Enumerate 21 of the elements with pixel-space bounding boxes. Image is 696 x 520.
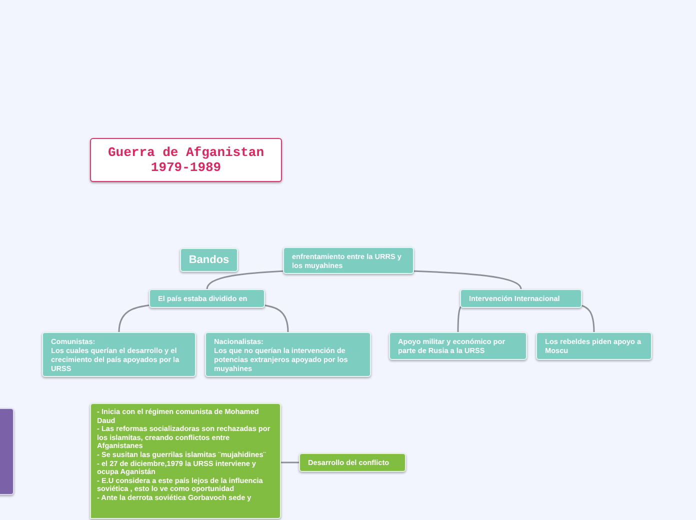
notes-box xyxy=(90,403,281,519)
topic-box xyxy=(283,247,414,274)
topic-box xyxy=(389,332,527,360)
node-text: Bandos xyxy=(188,253,230,267)
topic-box xyxy=(460,289,582,308)
title-box xyxy=(90,138,282,182)
topic-box xyxy=(149,289,265,308)
topic-box xyxy=(205,332,371,377)
connector-line xyxy=(281,462,299,464)
topic-box xyxy=(536,332,652,360)
topic-box xyxy=(180,248,238,272)
connector-line xyxy=(118,304,152,332)
topic-box xyxy=(42,332,196,377)
connector-line xyxy=(412,270,522,290)
title-text: Guerra de Afganistan 1979-1989 xyxy=(106,145,266,175)
connector-line xyxy=(457,304,463,332)
connector-line xyxy=(206,270,286,290)
topic-box xyxy=(299,453,406,472)
connector-line xyxy=(580,304,595,332)
connector-line xyxy=(262,304,289,332)
empty-box xyxy=(0,408,14,495)
